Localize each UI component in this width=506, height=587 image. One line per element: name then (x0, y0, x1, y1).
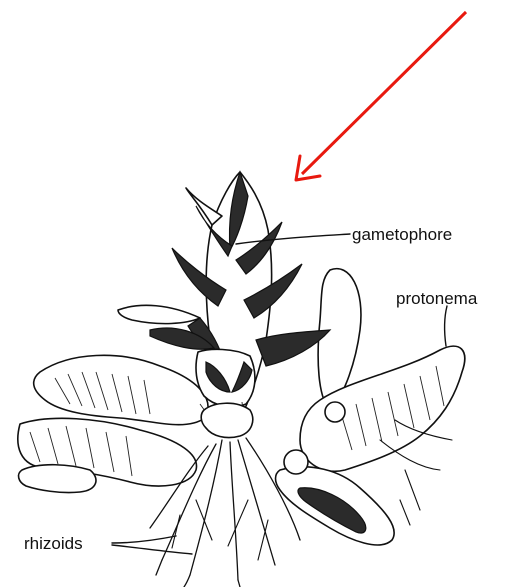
protonema-left-lobes (18, 355, 208, 492)
red-pointer-arrow (296, 12, 466, 180)
protonema-right-lobes (276, 269, 465, 545)
label-protonema: protonema (396, 289, 478, 308)
label-gametophore: gametophore (352, 225, 452, 244)
label-rhizoids: rhizoids (24, 534, 83, 553)
